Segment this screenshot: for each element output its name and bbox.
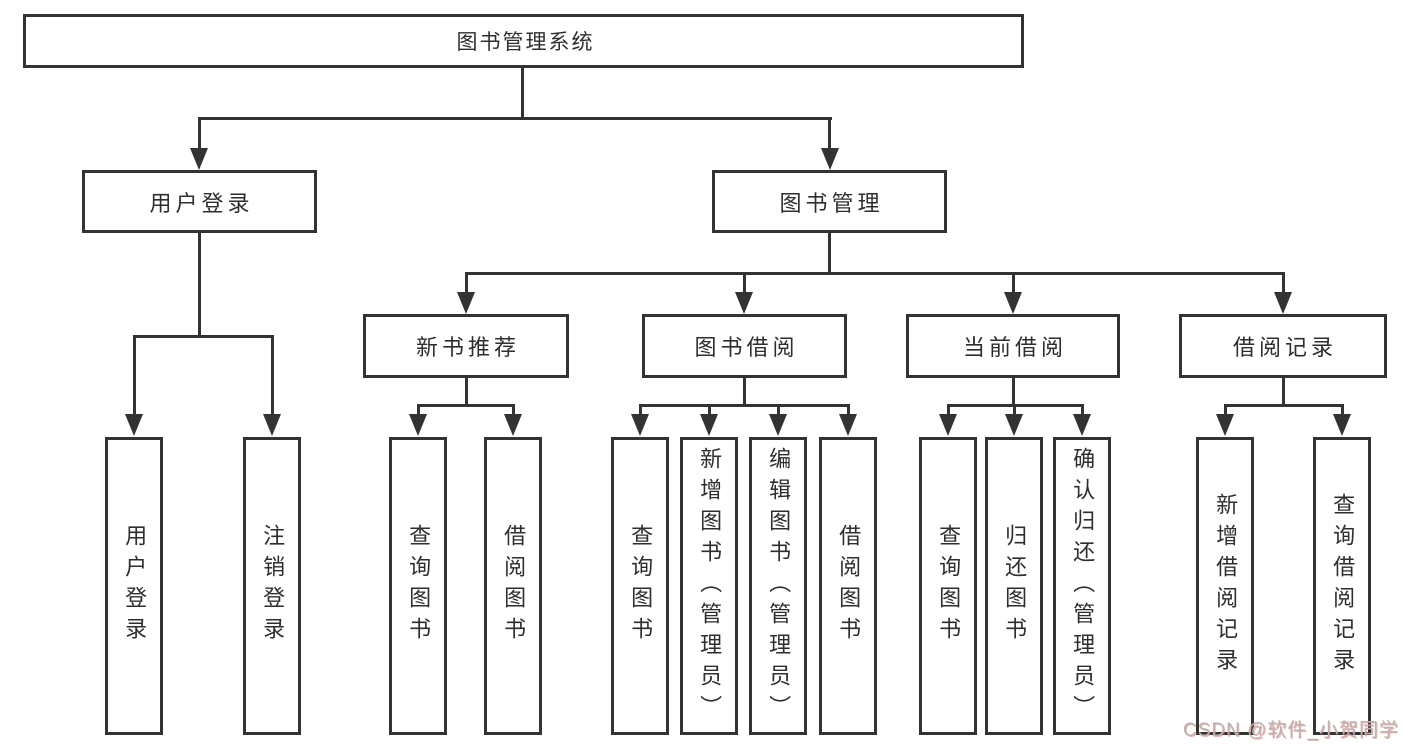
- arrow-down-icon: [700, 414, 718, 436]
- connector-line: [1012, 404, 1016, 418]
- leaf-user-login: 用户登录: [105, 437, 163, 735]
- leaf-borrow-books-borrowing: 借阅图书: [819, 437, 877, 735]
- node-new-book-recommendation: 新书推荐: [363, 314, 569, 378]
- connector-line: [511, 404, 515, 418]
- leaf-label: 编辑图书（管理员）: [766, 446, 792, 726]
- connector-line: [742, 378, 746, 407]
- connector-line: [742, 272, 746, 294]
- connector-line: [198, 233, 201, 338]
- leaf-label: 归还图书: [1002, 524, 1028, 648]
- connector-line: [846, 404, 850, 418]
- connector-line: [1281, 272, 1285, 294]
- connector-line: [1080, 404, 1084, 418]
- connector-line: [1011, 272, 1015, 294]
- node-book-borrowing: 图书借阅: [642, 314, 847, 378]
- connector-line: [464, 272, 468, 294]
- arrow-down-icon: [125, 414, 143, 436]
- connector-line: [638, 404, 850, 407]
- leaf-label: 查询图书: [406, 524, 432, 648]
- arrow-down-icon: [409, 414, 427, 436]
- connector-line: [707, 404, 711, 418]
- node-label: 图书借阅: [694, 335, 799, 360]
- arrow-down-icon: [1274, 292, 1292, 314]
- arrow-down-icon: [1216, 414, 1234, 436]
- arrow-down-icon: [504, 414, 522, 436]
- node-label: 图书管理: [779, 190, 884, 216]
- connector-line: [828, 233, 831, 275]
- node-label: 当前借阅: [962, 335, 1067, 360]
- leaf-label: 借阅图书: [501, 524, 527, 648]
- node-library-management-system: 图书管理系统: [23, 14, 1024, 68]
- connector-line: [1281, 378, 1285, 407]
- connector-line: [132, 335, 136, 418]
- connector-line: [197, 117, 832, 120]
- leaf-query-borrow-record: 查询借阅记录: [1313, 437, 1371, 735]
- connector-line: [416, 404, 420, 418]
- connector-line: [520, 67, 524, 120]
- arrow-down-icon: [839, 414, 857, 436]
- leaf-add-books-admin: 新增图书（管理员）: [680, 437, 738, 735]
- leaf-label: 查询图书: [936, 524, 962, 648]
- node-borrowing-records: 借阅记录: [1179, 314, 1387, 378]
- node-label: 图书管理系统: [456, 31, 595, 54]
- leaf-label: 注销登录: [260, 524, 286, 648]
- arrow-down-icon: [1005, 414, 1023, 436]
- leaf-label: 用户登录: [122, 524, 148, 648]
- arrow-down-icon: [769, 414, 787, 436]
- arrow-down-icon: [1004, 292, 1022, 314]
- csdn-watermark: CSDN @软件_小贺同学: [1183, 720, 1399, 741]
- node-current-borrowing: 当前借阅: [906, 314, 1120, 378]
- connector-line: [1340, 404, 1344, 418]
- node-book-management: 图书管理: [712, 170, 947, 233]
- connector-line: [464, 378, 468, 407]
- connector-line: [776, 404, 780, 418]
- leaf-label: 新增借阅记录: [1213, 493, 1239, 679]
- connector-line: [1011, 378, 1015, 407]
- connector-line: [132, 335, 274, 338]
- leaf-label: 查询借阅记录: [1330, 493, 1356, 679]
- connector-line: [464, 272, 1285, 275]
- connector-line: [828, 117, 831, 150]
- arrow-down-icon: [939, 414, 957, 436]
- connector-line: [1223, 404, 1344, 407]
- arrow-down-icon: [1333, 414, 1351, 436]
- node-label: 借阅记录: [1232, 335, 1337, 360]
- connector-line: [946, 404, 950, 418]
- leaf-label: 确认归还（管理员）: [1070, 446, 1096, 726]
- leaf-return-books: 归还图书: [985, 437, 1043, 735]
- connector-line: [416, 404, 515, 407]
- node-label: 新书推荐: [415, 335, 520, 360]
- leaf-logout: 注销登录: [243, 437, 301, 735]
- arrow-down-icon: [263, 414, 281, 436]
- leaf-query-books-current: 查询图书: [919, 437, 977, 735]
- leaf-label: 借阅图书: [836, 524, 862, 648]
- leaf-query-books-borrowing: 查询图书: [611, 437, 669, 735]
- connector-line: [638, 404, 642, 418]
- arrow-down-icon: [631, 414, 649, 436]
- leaf-label: 查询图书: [628, 524, 654, 648]
- arrow-down-icon: [190, 148, 208, 170]
- arrow-down-icon: [1073, 414, 1091, 436]
- arrow-down-icon: [457, 292, 475, 314]
- leaf-confirm-return-admin: 确认归还（管理员）: [1053, 437, 1111, 735]
- node-user-login: 用户登录: [82, 170, 317, 233]
- leaf-query-books-recommend: 查询图书: [389, 437, 447, 735]
- leaf-borrow-books-recommend: 借阅图书: [484, 437, 542, 735]
- connector-line: [1223, 404, 1227, 418]
- leaf-add-borrow-record: 新增借阅记录: [1196, 437, 1254, 735]
- connector-line: [270, 335, 274, 418]
- arrow-down-icon: [735, 292, 753, 314]
- arrow-down-icon: [820, 148, 839, 170]
- leaf-label: 新增图书（管理员）: [697, 446, 723, 726]
- connector-line: [197, 117, 201, 150]
- node-label: 用户登录: [149, 190, 254, 216]
- leaf-edit-books-admin: 编辑图书（管理员）: [749, 437, 807, 735]
